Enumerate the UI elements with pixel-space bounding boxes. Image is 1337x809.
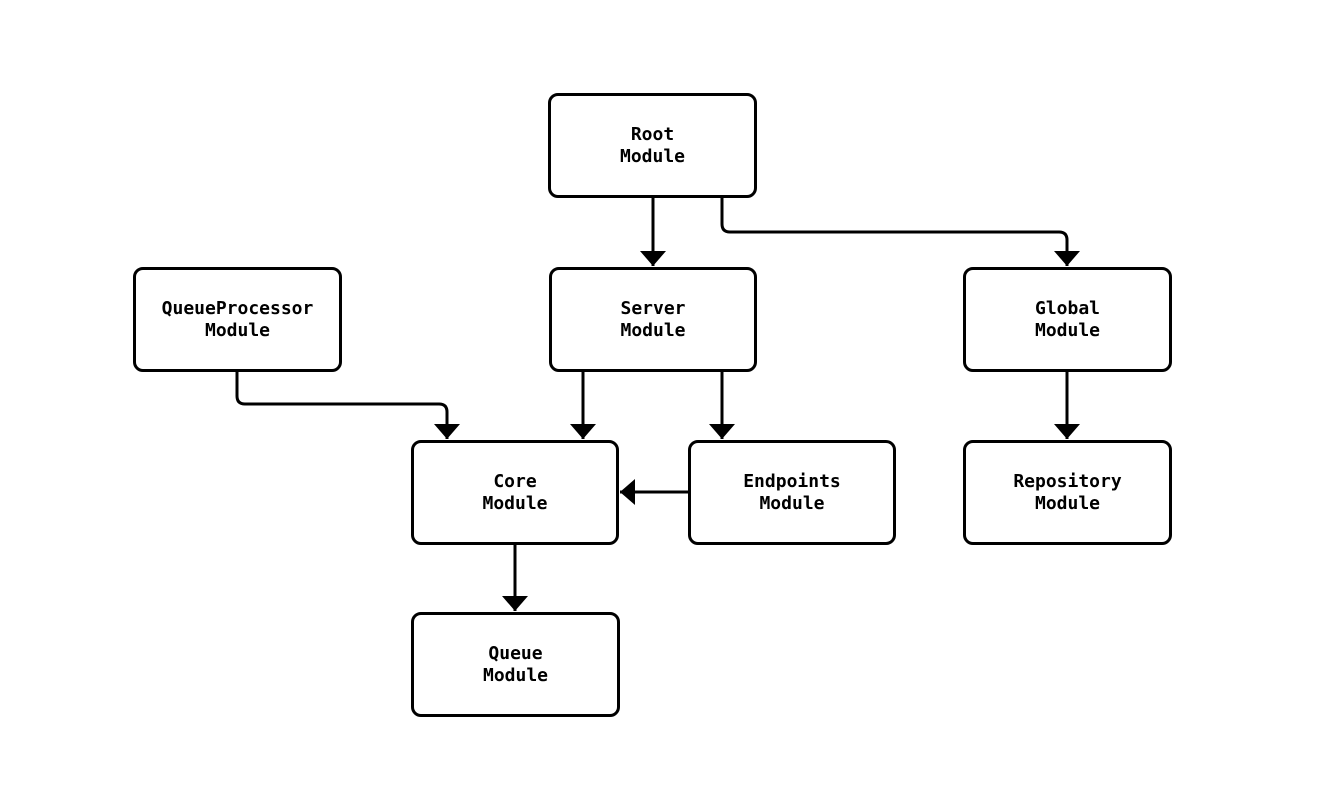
edge-group [235,198,1080,611]
node-label-queueprocessor: QueueProcessor Module [161,297,314,341]
edge-root-global [720,198,1080,266]
node-label-queue: Queue Module [482,642,549,686]
node-label-core: Core Module [482,470,548,514]
node-core-module: Core Module [411,440,619,545]
node-queueprocessor-module: QueueProcessor Module [133,267,342,372]
node-label-server: Server Module [620,297,686,341]
node-label-repository: Repository Module [1013,470,1122,514]
node-endpoints-module: Endpoints Module [688,440,896,545]
edge-queueprocessor-core [235,372,460,439]
node-label-global: Global Module [1034,297,1101,341]
node-root-module: Root Module [548,93,757,198]
node-global-module: Global Module [963,267,1172,372]
node-server-module: Server Module [549,267,757,372]
node-label-endpoints: Endpoints Module [743,470,841,514]
node-repository-module: Repository Module [963,440,1172,545]
node-queue-module: Queue Module [411,612,620,717]
node-label-root: Root Module [619,123,686,167]
